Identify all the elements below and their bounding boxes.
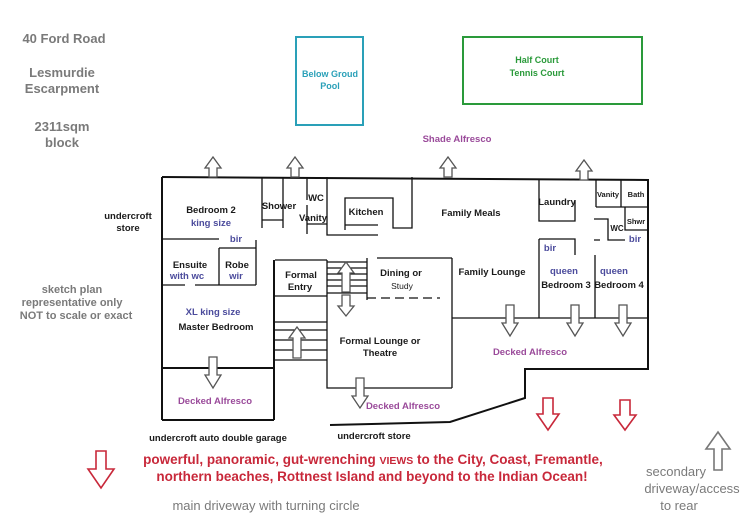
property-info: 40 Ford Road Lesmurdie Escarpment 2311sq… [20, 31, 133, 322]
kitchen-label: Kitchen [349, 207, 384, 218]
tennis-label-line1: Half Court [515, 55, 559, 65]
location-line1: Lesmurdie [29, 65, 95, 80]
bedroom2-note: king size [191, 218, 231, 229]
laundry-label: Laundry [538, 197, 576, 208]
secondary-driveway-line1: secondary [646, 464, 706, 479]
down-arrow-icon [500, 304, 520, 338]
down-arrow-icon [336, 294, 356, 318]
room-labels: Bedroom 2 king size bir Ensuite with wc … [169, 190, 645, 412]
vanity2-label: Vanity [597, 190, 620, 199]
bedroom2-label: Bedroom 2 [186, 205, 236, 216]
dining-line1: Dining or [380, 268, 422, 279]
formal-entry-line2: Entry [288, 282, 313, 293]
up-arrow-icon [438, 155, 458, 178]
secondary-driveway-line2: driveway/access [644, 481, 740, 496]
decked-alfresco-right: Decked Alfresco [493, 347, 567, 358]
shwr-label: Shwr [627, 217, 645, 226]
bedroom4-label: Bedroom 4 [594, 280, 644, 291]
down-arrow-icon [203, 356, 223, 390]
bath-label: Bath [628, 190, 645, 199]
up-arrow-icon [203, 155, 223, 178]
up-arrow-icon [285, 155, 305, 178]
undercroft-store-left-line2: store [116, 223, 139, 234]
main-driveway-label: main driveway with turning circle [172, 498, 359, 513]
robe-note: wir [228, 271, 243, 282]
wc-label: WC [308, 193, 324, 204]
tennis-court-outline [462, 36, 643, 105]
driveway-arrow-icon [86, 450, 116, 490]
disclaimer-line3: NOT to scale or exact [20, 310, 133, 322]
family-lounge-label: Family Lounge [458, 267, 525, 278]
shower-label: Shower [262, 201, 297, 212]
formal-entry-line1: Formal [285, 270, 317, 281]
family-meals-label: Family Meals [441, 208, 500, 219]
down-arrow-icon [565, 304, 585, 338]
view-arrow-icon [612, 399, 638, 432]
down-arrow-icon [350, 377, 370, 410]
up-arrow-icon [574, 158, 594, 181]
shade-alfresco-label: Shade Alfresco [423, 134, 492, 145]
walls [161, 176, 649, 426]
bir2-label: bir [629, 234, 641, 245]
ensuite-label: Ensuite [173, 260, 207, 271]
bir-label: bir [230, 234, 242, 245]
size-line2: block [45, 135, 80, 150]
formal-lounge-line1: Formal Lounge or [340, 336, 421, 347]
garage-label: undercroft auto double garage [149, 433, 287, 444]
size-line1: 2311sqm [35, 119, 90, 134]
disclaimer-line1: sketch plan [42, 284, 103, 296]
decked-alfresco-left: Decked Alfresco [178, 396, 252, 407]
undercroft-store-left-line1: undercroft [104, 211, 152, 222]
vanity-label: Vanity [299, 213, 328, 224]
wc2-label: WC [610, 224, 624, 233]
bedroom4-note: queen [600, 266, 628, 277]
secondary-access-arrow-icon [704, 430, 732, 471]
up-arrow-icon [287, 325, 307, 359]
views-line1: powerful, panoramic, gut-wrenching VIEWS… [143, 452, 603, 467]
decked-alfresco-middle: Decked Alfresco [366, 401, 440, 412]
tennis-label-line2: Tennis Court [510, 68, 565, 78]
pool-label-line1: Below Groud [302, 69, 358, 79]
master-bedroom-label: Master Bedroom [179, 322, 254, 333]
undercroft-store-bottom: undercroft store [337, 431, 410, 442]
dining-line2: Study [391, 281, 413, 291]
pool-label-line2: Pool [320, 81, 340, 91]
views-line2: northern beaches, Rottnest Island and be… [156, 469, 587, 484]
location-line2: Escarpment [25, 81, 100, 96]
bedroom3-note: queen [550, 266, 578, 277]
view-arrow-icon [535, 397, 561, 432]
bir3-label: bir [544, 243, 556, 254]
bedroom3-label: Bedroom 3 [541, 280, 591, 291]
up-arrow-icon [336, 260, 356, 293]
ensuite-note: with wc [169, 271, 204, 282]
access-arrows [86, 155, 732, 490]
formal-lounge-line2: Theatre [363, 348, 397, 359]
down-arrow-icon [613, 304, 633, 338]
robe-label: Robe [225, 260, 249, 271]
address: 40 Ford Road [22, 31, 105, 46]
pool-outline [295, 36, 364, 126]
master-note: XL king size [186, 307, 241, 318]
secondary-driveway-line3: to rear [660, 498, 698, 513]
disclaimer-line2: representative only [22, 297, 124, 309]
